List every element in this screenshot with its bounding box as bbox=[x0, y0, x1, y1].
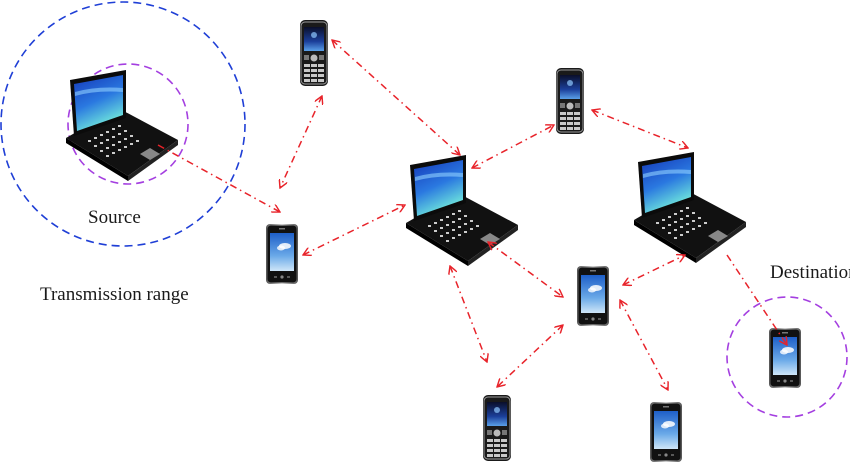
source-label: Source bbox=[88, 207, 141, 228]
phone-left-mid-icon bbox=[266, 224, 298, 284]
phone-center-icon bbox=[577, 266, 609, 326]
link-phone-center-to-phone-bottom-left bbox=[497, 325, 563, 387]
link-phone-top-left-to-phone-left-mid bbox=[280, 96, 322, 188]
outer-transmission-range-circle bbox=[0, 1, 246, 247]
link-phone-top-right-to-laptop-right bbox=[592, 110, 688, 148]
source-inner-range-circle bbox=[67, 63, 189, 185]
link-phone-center-to-laptop-right bbox=[623, 255, 685, 285]
link-phone-center-to-phone-bottom-right bbox=[620, 300, 668, 390]
link-laptop-center-to-phone-bottom-left bbox=[450, 266, 487, 362]
phone-bottom-right-icon bbox=[650, 402, 682, 462]
link-source-laptop-to-phone-left-mid bbox=[157, 144, 280, 212]
laptop-center-icon bbox=[406, 155, 518, 266]
destination-label: Destination bbox=[770, 262, 850, 283]
phone-bottom-left-icon bbox=[482, 394, 512, 462]
laptop-right-icon bbox=[634, 152, 746, 263]
phone-top-left-icon bbox=[299, 19, 329, 87]
link-laptop-center-to-phone-top-right bbox=[472, 125, 554, 168]
phone-top-right-icon bbox=[555, 67, 585, 135]
link-laptop-right-to-destination-phone bbox=[726, 254, 787, 345]
link-laptop-center-to-phone-center bbox=[488, 242, 563, 297]
link-phone-left-mid-to-laptop-center bbox=[303, 205, 405, 255]
link-phone-top-left-to-laptop-center bbox=[332, 40, 460, 155]
destination-range-circle bbox=[726, 296, 848, 418]
transmission-range-label: Transmission range bbox=[40, 284, 189, 305]
destination-phone-icon bbox=[769, 328, 801, 388]
